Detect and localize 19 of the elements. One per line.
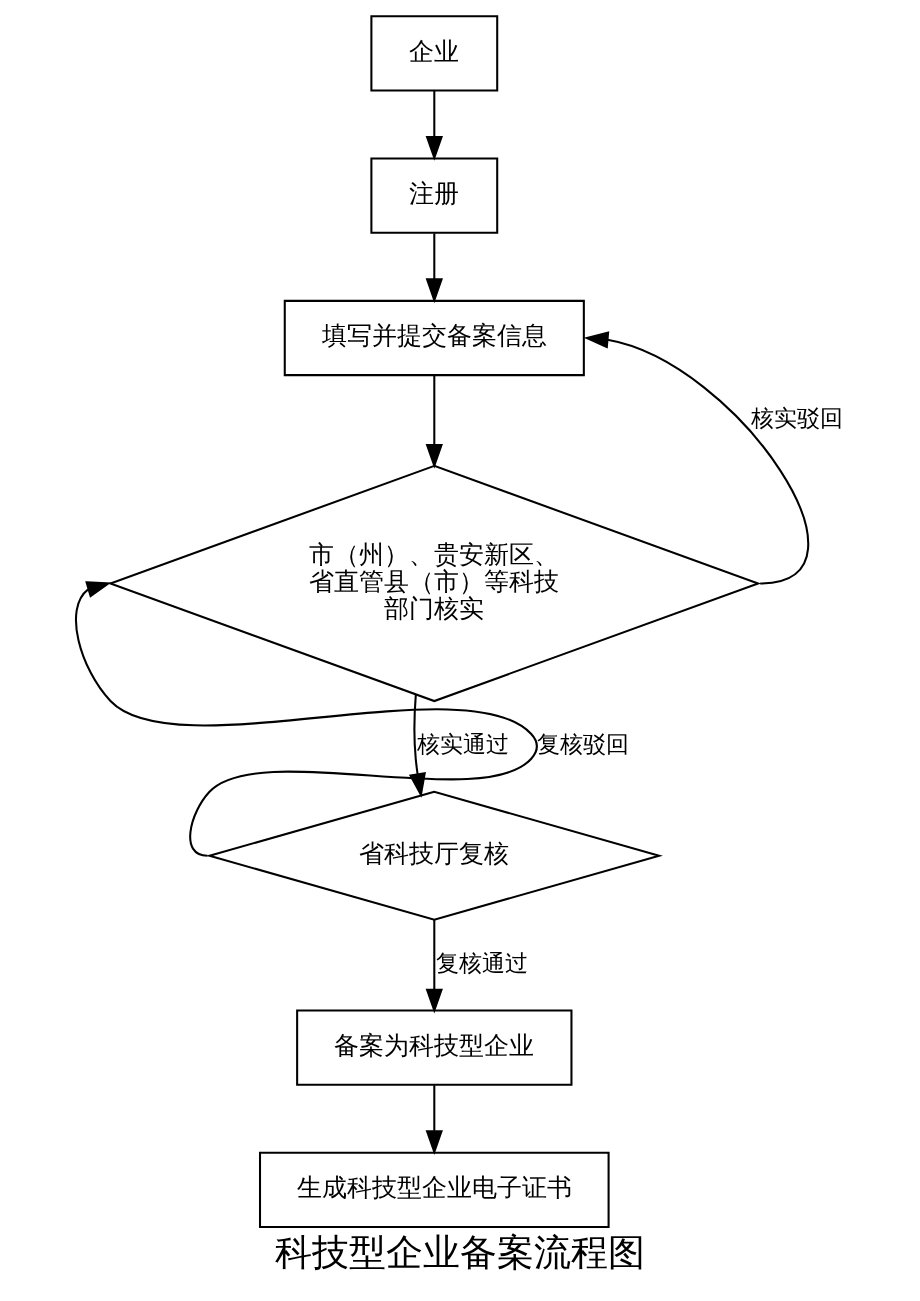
edge-label: 复核通过 bbox=[435, 949, 528, 976]
arrow bbox=[425, 91, 443, 161]
arrow bbox=[75, 581, 537, 857]
node-box: 备案为科技型企业 bbox=[296, 1009, 573, 1086]
node-box: 注册 bbox=[370, 157, 499, 234]
node-box: 填写并提交备案信息 bbox=[283, 299, 585, 377]
edge-label: 核实驳回 bbox=[751, 405, 844, 432]
node-diamond: 省科技厅复核 bbox=[205, 790, 663, 921]
node-box: 企业 bbox=[370, 15, 499, 92]
caption: 科技型企业备案流程图 bbox=[275, 1230, 645, 1274]
node-diamond: 市（州）、贵安新区、省直管县（市）等科技部门核实 bbox=[107, 464, 762, 703]
edge-label: 复核驳回 bbox=[536, 731, 629, 758]
arrow bbox=[583, 331, 809, 585]
edge-label: 核实通过 bbox=[417, 731, 510, 758]
arrow bbox=[425, 1085, 443, 1155]
node-box: 生成科技型企业电子证书 bbox=[259, 1151, 610, 1228]
arrow bbox=[425, 919, 443, 1014]
arrow bbox=[425, 375, 443, 469]
arrow bbox=[425, 233, 443, 304]
